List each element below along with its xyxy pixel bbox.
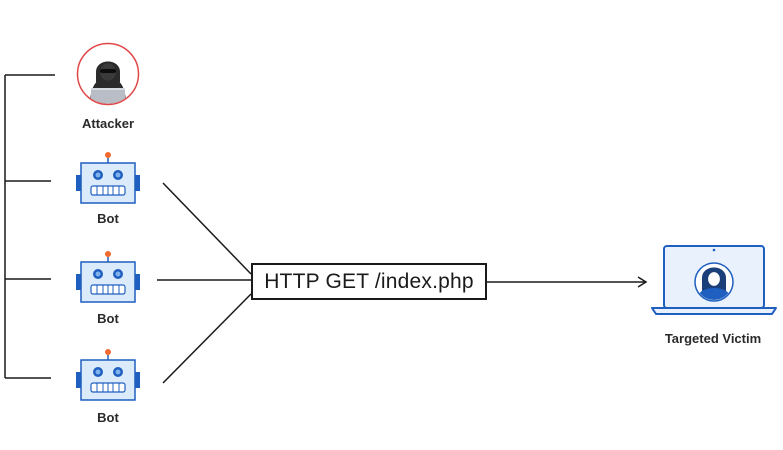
- bot-label: Bot: [97, 211, 119, 226]
- bot-3-request-line: [162, 293, 252, 384]
- robot-icon: [76, 152, 140, 204]
- hooded-attacker-icon: [76, 42, 140, 106]
- attacker-label: Attacker: [81, 116, 135, 131]
- arrow-head-icon: [637, 276, 648, 288]
- attacker-node: [76, 42, 140, 111]
- laptop-user-icon: [651, 245, 777, 315]
- bot-label: Bot: [97, 410, 119, 425]
- bot-node: [76, 151, 140, 211]
- victim-label: Targeted Victim: [664, 331, 762, 346]
- robot-icon: [76, 251, 140, 303]
- http-request-box: HTTP GET /index.php: [251, 263, 487, 300]
- bot-node: [76, 348, 140, 408]
- bot-1-request-line: [162, 182, 252, 275]
- victim-node: [650, 244, 778, 321]
- bot-node: [76, 250, 140, 310]
- bot-label: Bot: [97, 311, 119, 326]
- robot-icon: [76, 349, 140, 401]
